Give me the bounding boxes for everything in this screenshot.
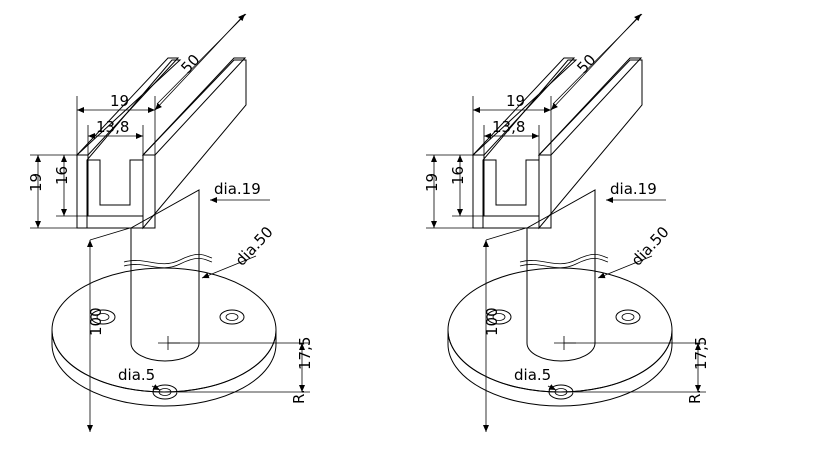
label-radius-prefix: R. xyxy=(686,389,704,404)
post xyxy=(130,189,200,362)
base-plate-side xyxy=(51,329,277,407)
label-outer-width: 19 xyxy=(506,92,525,110)
figure-line-drawing: 50 19 13,8 19 16 dia.19 dia.50 100 dia.5 xyxy=(27,13,314,432)
figure-shaded: 50 19 13,8 19 16 dia.19 dia.50 100 dia.5… xyxy=(423,13,710,432)
label-hole-radius: 17,5 xyxy=(692,337,710,370)
label-post-diameter: dia.19 xyxy=(214,180,261,198)
label-outer-height: 19 xyxy=(27,173,45,192)
label-height: 100 xyxy=(483,307,501,336)
label-hole-diameter: dia.5 xyxy=(514,366,551,384)
label-inner-height: 16 xyxy=(449,166,467,185)
break-line xyxy=(123,254,213,265)
channel-inner xyxy=(483,159,540,217)
label-base-diameter: dia.50 xyxy=(232,223,277,269)
channel-side xyxy=(538,59,643,230)
channel-side xyxy=(142,59,247,230)
label-post-diameter: dia.19 xyxy=(610,180,657,198)
label-radius-prefix: R. xyxy=(290,389,308,404)
label-outer-width: 19 xyxy=(110,92,129,110)
channel-inner xyxy=(87,159,144,217)
label-inner-width: 13,8 xyxy=(96,118,129,136)
label-inner-width: 13,8 xyxy=(492,118,525,136)
break-line xyxy=(519,254,609,265)
label-height: 100 xyxy=(87,307,105,336)
label-length: 50 xyxy=(177,51,203,77)
label-hole-diameter: dia.5 xyxy=(118,366,155,384)
label-inner-height: 16 xyxy=(53,166,71,185)
label-outer-height: 19 xyxy=(423,173,441,192)
post xyxy=(526,189,596,362)
base-plate-side xyxy=(447,329,673,407)
base-plate-top xyxy=(447,267,673,393)
label-base-diameter: dia.50 xyxy=(628,223,673,269)
mounting-holes xyxy=(90,309,245,400)
label-hole-radius: 17,5 xyxy=(296,337,314,370)
base-plate-top xyxy=(51,267,277,393)
label-length: 50 xyxy=(573,51,599,77)
